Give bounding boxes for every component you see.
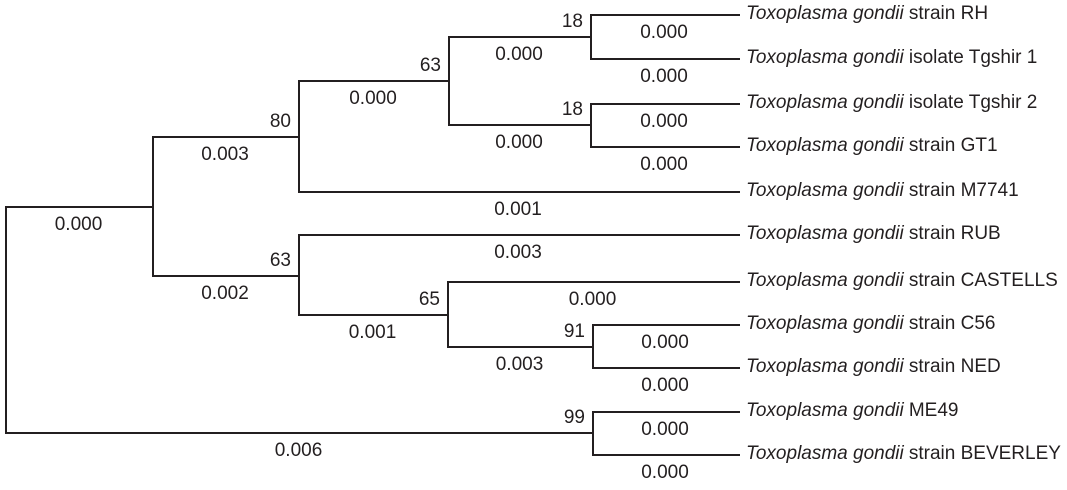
branch-length-label: 0.000 [640,111,688,132]
taxon-strain-name: strain C56 [908,313,996,334]
bootstrap-value-label: 63 [419,55,441,76]
branch-length-label: 0.000 [640,66,688,87]
leaf-branch-line [590,146,740,148]
bootstrap-value-label: 99 [563,407,585,428]
taxon-species-name: Toxoplasma gondii [746,400,904,421]
branch-length-label: 0.003 [494,242,542,263]
taxon-species-name: Toxoplasma gondii [746,313,904,334]
leaf-branch-line [447,281,740,283]
clade-bracket-line [298,80,300,193]
clade-branch-line [5,206,154,208]
branch-length-label: 0.006 [274,440,323,461]
leaf-branch-line [590,103,740,105]
taxon-species-name: Toxoplasma gondii [746,223,904,244]
clade-bracket-line [590,14,592,60]
clade-branch-line [447,346,594,348]
taxon-strain-name: strain RH [908,3,989,24]
clade-branch-line [152,275,300,277]
clade-bracket-line [152,136,154,277]
branch-length-label: 0.000 [641,375,689,396]
clade-bracket-line [448,36,450,126]
taxon-species-name: Toxoplasma gondii [746,443,904,464]
branch-length-label: 0.000 [640,22,688,43]
clade-bracket-line [447,281,449,348]
clade-branch-line [298,80,450,82]
clade-bracket-line [592,324,594,369]
branch-length-label: 0.001 [348,322,397,343]
clade-branch-line [448,36,592,38]
clade-bracket-line [590,103,592,148]
bootstrap-value-label: 91 [563,321,585,342]
taxon-species-name: Toxoplasma gondii [746,270,904,291]
leaf-branch-line [590,14,740,16]
taxon-species-name: Toxoplasma gondii [746,47,904,68]
clade-bracket-line [5,206,7,434]
bootstrap-value-label: 18 [561,11,583,32]
branch-length-label: 0.003 [201,144,249,165]
branch-length-label: 0.003 [495,354,544,375]
leaf-branch-line [592,454,740,456]
taxon-strain-name: strain M7741 [908,180,1019,201]
leaf-branch-line [298,191,740,193]
taxon-strain-name: isolate Tgshir 1 [908,47,1038,68]
taxon-species-name: Toxoplasma gondii [746,180,904,201]
branch-length-label: 0.000 [349,88,397,109]
bootstrap-value-label: 65 [418,289,440,310]
clade-bracket-line [298,234,300,316]
branch-length-label: 0.000 [640,154,688,175]
taxon-strain-name: isolate Tgshir 2 [908,92,1038,113]
clade-branch-line [5,432,594,434]
leaf-branch-line [590,58,740,60]
clade-bracket-line [592,411,594,456]
branch-length-label: 0.000 [495,44,543,65]
leaf-branch-line [592,367,740,369]
clade-branch-line [152,136,300,138]
branch-length-label: 0.000 [641,462,689,483]
branch-length-label: 0.000 [495,132,543,153]
taxon-species-name: Toxoplasma gondii [746,3,904,24]
branch-length-label: 0.000 [641,419,689,440]
taxon-species-name: Toxoplasma gondii [746,92,904,113]
leaf-branch-line [298,234,740,236]
leaf-branch-line [592,324,740,326]
taxon-strain-name: strain RUB [908,223,1001,244]
clade-branch-line [448,124,592,126]
branch-length-label: 0.000 [568,289,617,310]
taxon-species-name: Toxoplasma gondii [746,356,904,377]
bootstrap-value-label: 80 [269,111,291,132]
taxon-strain-name: strain NED [908,356,1001,377]
bootstrap-value-label: 18 [561,99,583,120]
taxon-strain-name: strain GT1 [908,135,998,156]
taxon-strain-name: strain BEVERLEY [908,443,1061,464]
branch-length-label: 0.002 [201,283,249,304]
taxon-strain-name: strain CASTELLS [908,270,1058,291]
taxon-strain-name: ME49 [908,400,959,421]
taxon-species-name: Toxoplasma gondii [746,135,904,156]
leaf-branch-line [592,411,740,413]
bootstrap-value-label: 63 [269,250,291,271]
branch-length-label: 0.000 [54,214,103,235]
branch-length-label: 0.001 [494,199,542,220]
branch-length-label: 0.000 [641,332,689,353]
clade-branch-line [298,314,449,316]
